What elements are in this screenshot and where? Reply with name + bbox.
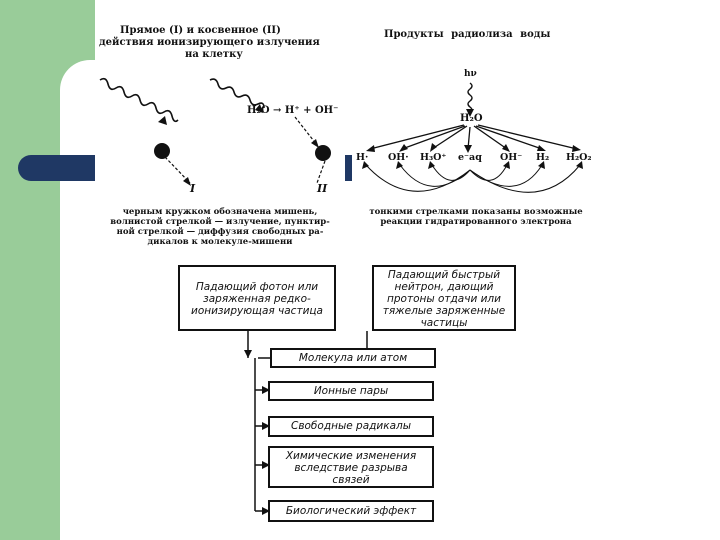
right-figure-title: Продукты радиолиза воды	[384, 29, 551, 40]
target-molecule-indirect	[315, 145, 331, 161]
right-figure-drawing	[362, 82, 583, 193]
left-figure-title-line-1: Прямое (I) и косвенное (II)	[120, 25, 281, 36]
radiation-wavy-arrow-indirect	[209, 78, 265, 109]
left-figure-title-line-2: действия ионизирующего излучения	[99, 37, 320, 48]
product-h-radical: H·	[356, 152, 369, 163]
right-figure-caption: тонкими стрелками показаны возможные реа…	[369, 207, 583, 227]
direct-indirect-action-figure: Прямое (I) и косвенное (II) действия ион…	[95, 25, 345, 247]
product-hydrogen: H₂	[536, 152, 550, 163]
left-figure-caption: черным кружком обозначена мишень, волнис…	[110, 207, 330, 247]
water-radiolysis-reaction: H₂O → H⁺ + OH⁻	[247, 105, 339, 116]
flow-step-free-radicals: Свободные радикалы	[268, 416, 434, 437]
label-direct-action: I	[190, 182, 196, 195]
label-indirect-action: II	[317, 182, 328, 195]
photon-wavy-arrow	[467, 82, 473, 114]
flow-step-biological-effect: Биологический эффект	[268, 500, 434, 522]
flow-step-chemical-changes: Химические изменения вследствие разрыва …	[268, 446, 434, 488]
product-hydrogen-peroxide: H₂O₂	[566, 152, 592, 163]
flow-source-photon: Падающий фотон или заряженная редко- ион…	[178, 265, 336, 331]
water-radiolysis-figure: Продукты радиолиза воды hν H₂O	[352, 25, 600, 235]
product-hydroxide: OH⁻	[500, 152, 523, 163]
left-figure-drawing	[99, 77, 331, 186]
photon-label: hν	[464, 69, 477, 79]
product-hydronium: H₃O⁺	[420, 152, 447, 163]
water-molecule-label: H₂O	[460, 113, 483, 124]
flow-step-molecule: Молекула или атом	[270, 348, 436, 368]
flow-step-ion-pairs: Ионные пары	[268, 381, 434, 401]
flow-source-neutron: Падающий быстрый нейтрон, дающий протоны…	[372, 265, 516, 331]
target-molecule-direct	[154, 143, 170, 159]
product-oh-radical: OH·	[388, 152, 409, 163]
slide-sidebar-notch	[60, 60, 100, 540]
product-hydrated-electron: e⁻aq	[458, 152, 482, 163]
radiation-wavy-arrow-direct	[99, 77, 179, 123]
left-figure-title-line-3: на клетку	[185, 49, 243, 60]
